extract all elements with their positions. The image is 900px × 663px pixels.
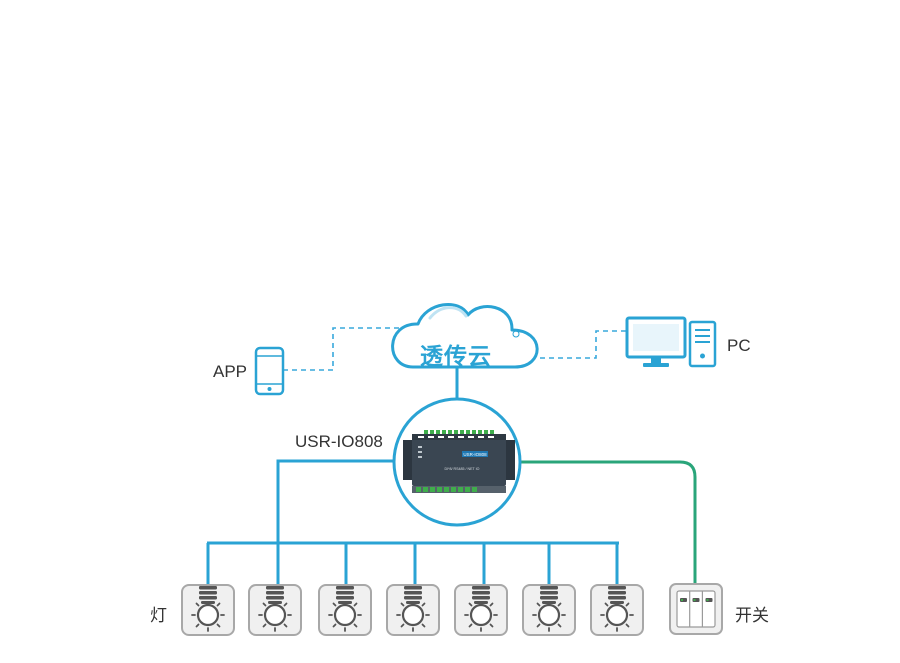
- lamp-tile: [522, 584, 576, 636]
- pc-cloud-link: [540, 330, 626, 359]
- device-label: USR-IO808: [295, 432, 383, 451]
- lamp-tile: [454, 584, 508, 636]
- device-front-model: USR-IO808: [463, 452, 487, 457]
- switch-label: 开关: [735, 606, 769, 625]
- lamp-tile: [590, 584, 644, 636]
- app-label: APP: [213, 362, 248, 381]
- phone-icon: [254, 346, 285, 396]
- pc-label: PC: [727, 336, 751, 355]
- device-icon: USR-IO808 DI*8/ RS485 / NET IO: [392, 397, 522, 527]
- lamp-bus: [276, 459, 397, 543]
- device-front-sub: DI*8/ RS485 / NET IO: [445, 467, 480, 471]
- switch-icon: [669, 583, 723, 635]
- lamp-drops: [206, 543, 619, 585]
- lamp-tile: [248, 584, 302, 636]
- cloud-label: 透传云: [420, 343, 492, 369]
- lamp-tile: [181, 584, 235, 636]
- lamp-label: 灯: [150, 606, 167, 625]
- lamp-tiles: [181, 584, 644, 636]
- switch-bus: [517, 460, 697, 584]
- lamp-tile: [318, 584, 372, 636]
- pc-icon: [625, 316, 717, 368]
- lamp-tile: [386, 584, 440, 636]
- cloud-icon: [391, 303, 539, 369]
- app-cloud-link: [283, 327, 405, 371]
